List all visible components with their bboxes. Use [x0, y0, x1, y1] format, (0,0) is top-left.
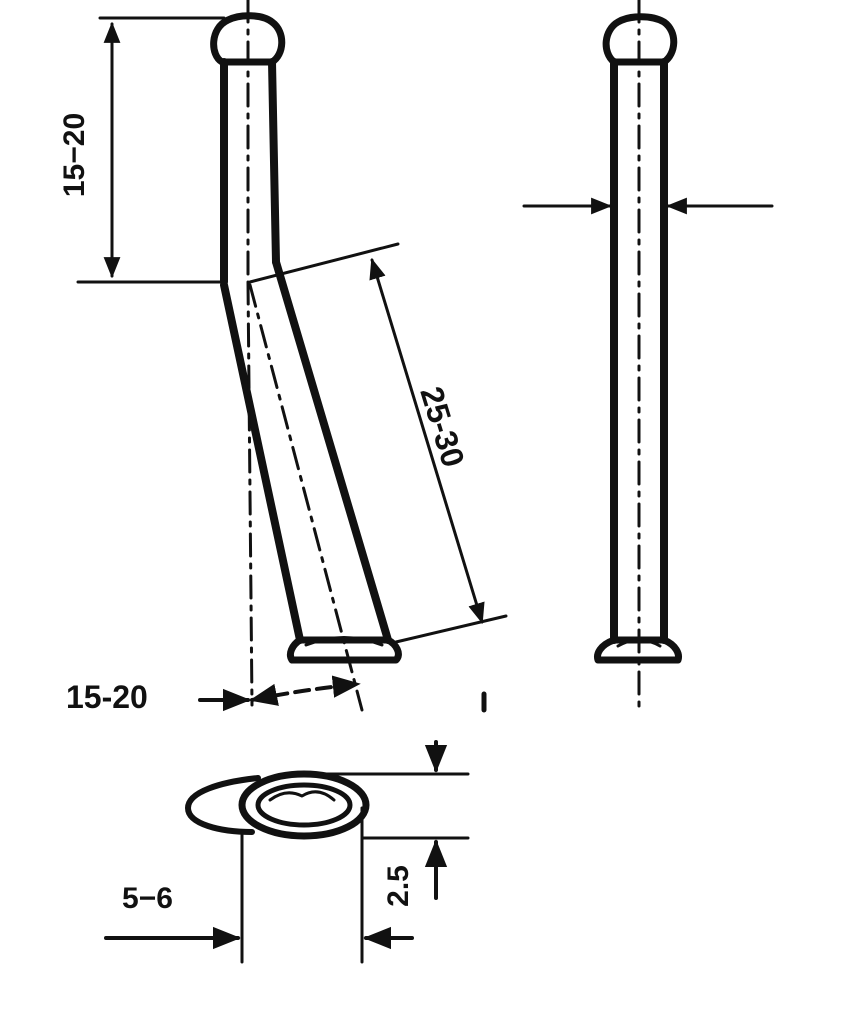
front-top-knob	[210, 12, 286, 66]
end-view-tail	[185, 775, 261, 835]
front-view	[210, 0, 402, 712]
dim-end-width-label: 5−6	[122, 882, 173, 915]
front-lower-right-edge	[272, 258, 392, 644]
front-lower-left-edge	[220, 281, 304, 644]
dim-bend-offset-label: 15-20	[66, 679, 148, 715]
end-view-hatch	[268, 790, 336, 802]
front-centerline-vertical	[246, 280, 254, 707]
side-top-knob	[602, 13, 678, 66]
front-upper-right-edge	[268, 58, 280, 266]
side-bottom-end	[594, 636, 682, 664]
end-view-inner-ring	[255, 782, 353, 828]
dim-top-length: 15−20	[58, 16, 226, 284]
front-bottom-hatch	[304, 636, 384, 647]
end-view	[185, 770, 370, 840]
dim-end-thickness-label: 2.5	[382, 865, 415, 907]
side-view	[594, 0, 682, 710]
dim-end-thickness: 2.5	[302, 740, 470, 907]
dim-top-length-label: 15−20	[58, 113, 91, 197]
front-centerline-bent	[248, 283, 364, 712]
dim-end-width: 5−6	[104, 806, 414, 964]
front-bottom-end	[286, 636, 402, 664]
dim-bend-offset: 15-20	[66, 675, 487, 715]
